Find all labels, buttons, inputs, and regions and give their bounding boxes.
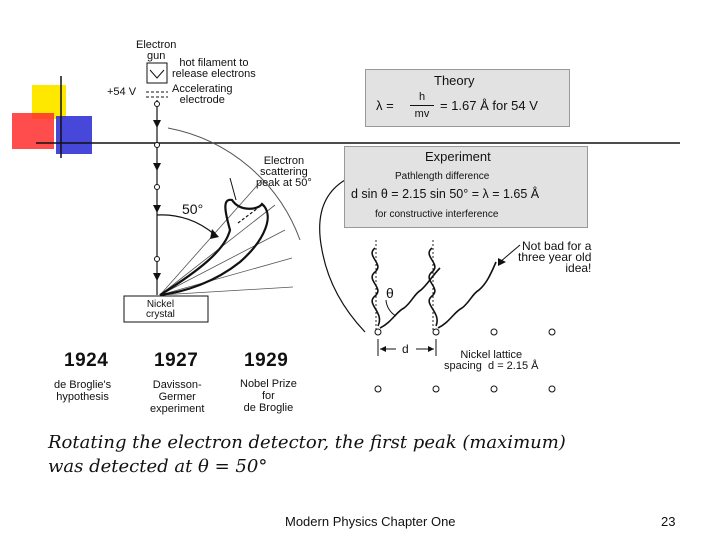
theta-label: θ (386, 285, 394, 301)
angle-label: 50° (182, 201, 204, 217)
experiment-note: for constructive interference (375, 209, 499, 220)
filament-label: hot filament to release electrons (172, 57, 256, 80)
incident-wave-1 (371, 247, 381, 327)
reflected-wave-2 (437, 261, 497, 329)
caption-1924: de Broglie's hypothesis (54, 379, 112, 403)
fraction-bar (410, 105, 434, 106)
theory-lambda: λ = (376, 98, 394, 113)
lattice-spacing-label: Nickel lattice spacing d = 2.15 Å (444, 349, 539, 372)
electrode-label: Accelerating electrode (172, 83, 233, 106)
electron-gun-label: Electron gun (136, 39, 177, 62)
experiment-box: Experiment Pathlength difference d sin θ… (344, 146, 588, 228)
experiment-subtitle: Pathlength difference (395, 171, 490, 182)
detector-arc (167, 127, 301, 241)
brace (319, 179, 366, 333)
year-1927: 1927 (154, 350, 199, 371)
incident-wave-2 (428, 247, 438, 327)
caption-line-1: Rotating the electron detector, the firs… (48, 432, 566, 453)
remark-label: Not bad for a three year old idea! (518, 239, 592, 275)
experiment-formula: d sin θ = 2.15 sin 50° = λ = 1.65 Å (351, 187, 540, 201)
theory-numerator: h (418, 91, 426, 103)
scattering-label: Electron scattering peak at 50° (256, 155, 312, 189)
page-number: 23 (661, 514, 676, 529)
caption-line-2: was detected at θ = 50° (48, 456, 268, 477)
theory-result: = 1.67 Å for 54 V (440, 98, 538, 113)
theory-title: Theory (434, 73, 475, 88)
caption-1927: Davisson- Germer experiment (150, 379, 205, 415)
scattering-peak (159, 198, 269, 297)
year-1929: 1929 (244, 350, 289, 371)
crystal-label: Nickel crystal (146, 299, 175, 320)
caption-1929: Nobel Prize for de Broglie (240, 378, 297, 414)
d-label: d (402, 342, 409, 356)
reflected-wave-1 (379, 267, 441, 329)
electron-gun (146, 62, 168, 84)
nickel-crystal (123, 295, 209, 323)
voltage-label: +54 V (107, 86, 137, 98)
year-1924: 1924 (64, 350, 109, 371)
theory-denominator: mv (414, 108, 430, 120)
footer-title: Modern Physics Chapter One (285, 514, 456, 529)
blue-square (56, 116, 92, 154)
angle-arc (156, 214, 216, 236)
experiment-title: Experiment (425, 149, 491, 164)
nickel-lattice (374, 328, 556, 393)
filament (149, 69, 165, 79)
theory-box: Theory λ = h mv = 1.67 Å for 54 V (365, 69, 570, 127)
